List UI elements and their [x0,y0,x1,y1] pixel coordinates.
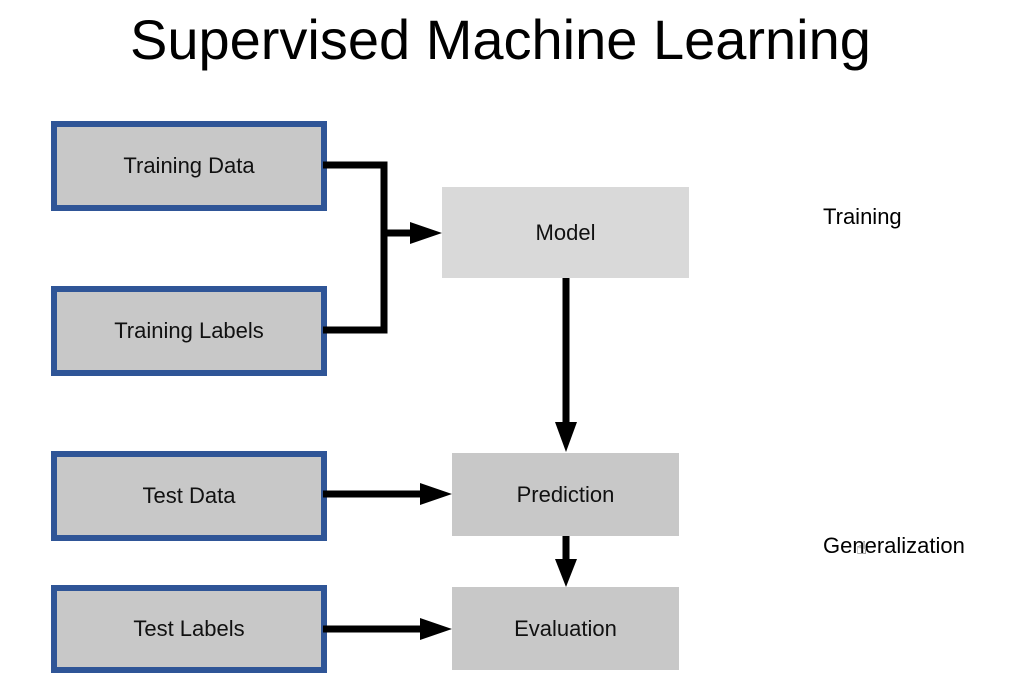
hand-cursor-icon: ☝ [856,538,867,558]
test-labels-box: Test Labels [51,585,327,673]
arrowhead-test-data [420,483,452,505]
arrowhead-to-evaluation [555,559,577,587]
arrowhead-to-model [410,222,442,244]
model-box: Model [442,187,689,278]
evaluation-box: Evaluation [452,587,679,670]
arrowhead-test-labels [420,618,452,640]
test-data-box: Test Data [51,451,327,541]
prediction-box: Prediction [452,453,679,536]
training-phase-label: Training [823,204,902,229]
slide-title: Supervised Machine Learning [130,8,871,71]
training-data-box: Training Data [51,121,327,211]
generalization-phase-label: Generalization [823,533,965,558]
training-data-connector [323,161,388,334]
arrowhead-to-prediction [555,422,577,452]
